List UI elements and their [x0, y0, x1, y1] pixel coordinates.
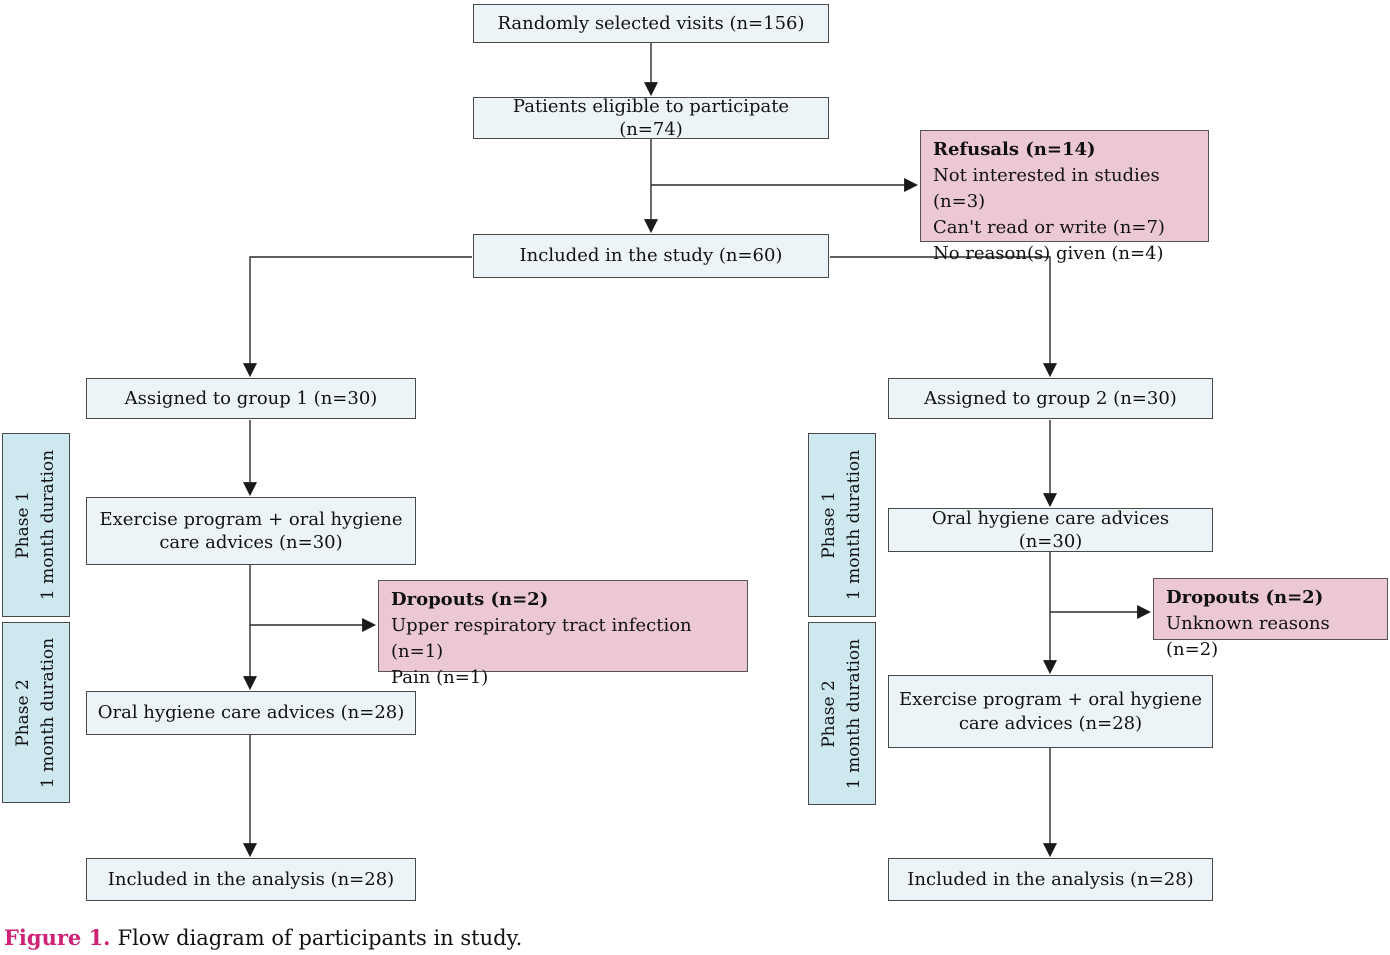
node-refusals: Refusals (n=14) Not interested in studie…	[920, 130, 1209, 264]
figure-caption: Figure 1.Flow diagram of participants in…	[4, 924, 522, 952]
node-label: Assigned to group 2 (n=30)	[924, 387, 1177, 409]
refusals-title: Refusals (n=14)	[933, 139, 1096, 160]
phase-label-left-phase2: Phase 2 1 month duration	[2, 622, 70, 803]
node-group2-dropouts: Dropouts (n=2) Unknown reasons (n=2)	[1153, 578, 1388, 660]
figure-caption-text: Flow diagram of participants in study.	[117, 926, 523, 950]
phase-name: Phase 1	[819, 491, 839, 559]
phase-label-right-phase1: Phase 1 1 month duration	[808, 433, 876, 617]
node-group2-phase1-intervention: Oral hygiene care advices (n=30)	[888, 508, 1213, 552]
dropouts-reason: Upper respiratory tract infection (n=1)	[391, 615, 692, 662]
node-group1-included-analysis: Included in the analysis (n=28)	[86, 858, 416, 901]
node-randomly-selected-visits: Randomly selected visits (n=156)	[473, 4, 829, 43]
node-label: Exercise program + oral hygiene care adv…	[99, 508, 403, 553]
dropouts-title: Dropouts (n=2)	[1166, 587, 1324, 608]
dropouts-reason: Unknown reasons (n=2)	[1166, 613, 1330, 660]
arrow-included-to-group1	[243, 256, 472, 378]
node-label: Patients eligible to participate (n=74)	[512, 95, 790, 140]
node-label: Assigned to group 1 (n=30)	[124, 387, 378, 409]
node-label: Oral hygiene care advices (n=30)	[931, 507, 1170, 552]
node-group1-dropouts: Dropouts (n=2) Upper respiratory tract i…	[378, 580, 748, 688]
phase-label-right-phase2: Phase 2 1 month duration	[808, 622, 876, 805]
node-label: Randomly selected visits (n=156)	[497, 12, 805, 34]
node-group1-phase1-intervention: Exercise program + oral hygiene care adv…	[86, 497, 416, 565]
arrow-included-to-group2	[830, 256, 1057, 378]
refusals-reason: Not interested in studies (n=3)	[933, 165, 1160, 212]
dropouts-reason: Pain (n=1)	[391, 667, 489, 688]
dropouts-title: Dropouts (n=2)	[391, 589, 549, 610]
node-group2-phase2-intervention: Exercise program + oral hygiene care adv…	[888, 675, 1213, 748]
phase-duration: 1 month duration	[844, 449, 864, 601]
node-included-in-study: Included in the study (n=60)	[473, 234, 829, 278]
refusals-reason: No reason(s) given (n=4)	[933, 243, 1164, 264]
phase-name: Phase 2	[13, 678, 33, 747]
figure-caption-number: Figure 1.	[4, 925, 111, 950]
phase-duration: 1 month duration	[38, 637, 58, 788]
refusals-reason: Can't read or write (n=7)	[933, 217, 1165, 238]
node-assigned-group1: Assigned to group 1 (n=30)	[86, 378, 416, 419]
phase-label-left-phase1: Phase 1 1 month duration	[2, 433, 70, 617]
phase-name: Phase 1	[13, 491, 33, 559]
node-group1-phase2-intervention: Oral hygiene care advices (n=28)	[86, 691, 416, 735]
node-label: Included in the analysis (n=28)	[107, 868, 395, 890]
phase-duration: 1 month duration	[38, 449, 58, 601]
node-group2-included-analysis: Included in the analysis (n=28)	[888, 858, 1213, 901]
node-assigned-group2: Assigned to group 2 (n=30)	[888, 378, 1213, 419]
node-patients-eligible: Patients eligible to participate (n=74)	[473, 95, 829, 140]
node-label: Exercise program + oral hygiene care adv…	[899, 689, 1203, 734]
node-label: Included in the study (n=60)	[519, 245, 783, 267]
node-label: Included in the analysis (n=28)	[907, 868, 1194, 890]
node-label: Oral hygiene care advices (n=28)	[97, 702, 405, 724]
phase-duration: 1 month duration	[844, 638, 864, 789]
phase-name: Phase 2	[819, 679, 839, 748]
